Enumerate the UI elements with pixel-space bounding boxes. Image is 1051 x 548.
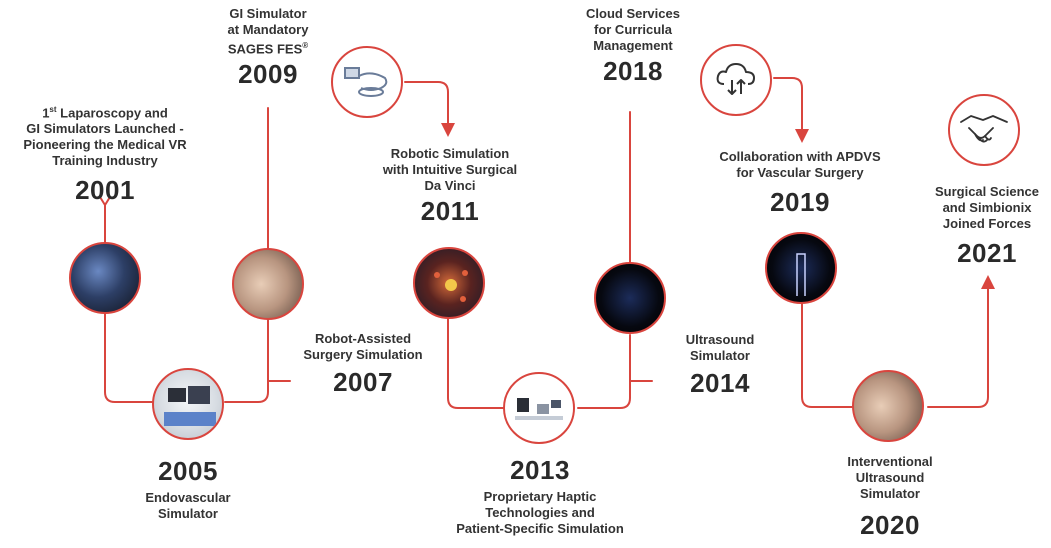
- handshake-icon: [948, 94, 1020, 166]
- path-2001-2005: [104, 204, 153, 403]
- event-2019-description: Collaboration with APDVS for Vascular Su…: [719, 149, 881, 180]
- event-2007-label: Robot-Assisted Surgery Simulation 2007: [283, 331, 443, 397]
- event-2021-year: 2021: [957, 238, 1017, 268]
- laparoscopy-photo: [69, 242, 141, 314]
- event-2013-description: Proprietary Haptic Technologies and Pati…: [456, 489, 624, 536]
- event-2013-label: 2013 Proprietary Haptic Technologies and…: [425, 455, 655, 537]
- event-2005-label: 2005 Endovascular Simulator: [118, 452, 258, 522]
- path-2019-2020: [801, 299, 853, 408]
- robot-assisted-photo: [232, 248, 304, 320]
- path-2011-2013: [447, 289, 504, 409]
- event-2011-description: Robotic Simulation with Intuitive Surgic…: [382, 146, 518, 193]
- cloud-sync-icon: [700, 44, 772, 116]
- event-2019-year: 2019: [770, 187, 830, 217]
- path-2018-2019: [773, 77, 809, 143]
- event-2018-label: Cloud Services for Curricula Management …: [563, 6, 703, 86]
- path-2005-2007: [224, 319, 269, 403]
- event-2013-year: 2013: [510, 455, 570, 485]
- event-2018-year: 2018: [603, 56, 663, 86]
- event-2005-year: 2005: [158, 456, 218, 486]
- haptic-device-icon: [503, 372, 575, 444]
- event-2020-year: 2020: [860, 510, 920, 540]
- interventional-ultrasound-photo: [852, 370, 924, 442]
- event-2014-description: Ultrasound Simulator: [685, 332, 755, 363]
- path-2013-2014: [577, 334, 631, 409]
- path-2020-2021: [927, 275, 995, 408]
- path-2001-stub: [99, 196, 111, 207]
- event-2020-description: Interventional Ultrasound Simulator: [847, 454, 933, 501]
- da-vinci-photo: [413, 247, 485, 319]
- event-2011-label: Robotic Simulation with Intuitive Surgic…: [360, 146, 540, 226]
- event-2021-label: Surgical Science and Simbionix Joined Fo…: [912, 184, 1051, 268]
- event-2007-description: Robot-Assisted Surgery Simulation: [303, 331, 423, 362]
- event-2005-description: Endovascular Simulator: [145, 490, 231, 521]
- ultrasound-photo: [594, 262, 666, 334]
- event-2009-year: 2009: [238, 59, 298, 90]
- path-2009-2011: [404, 81, 455, 137]
- gi-simulator-icon: [331, 46, 403, 118]
- event-2021-description: Surgical Science and Simbionix Joined Fo…: [934, 184, 1040, 231]
- event-2014-label: Ultrasound Simulator 2014: [670, 332, 770, 398]
- event-2011-year: 2011: [420, 196, 480, 226]
- event-2014-year: 2014: [690, 368, 750, 398]
- event-2007-year: 2007: [333, 367, 393, 397]
- event-2001-year: 2001: [75, 175, 135, 206]
- endovascular-photo: [152, 368, 224, 440]
- event-2018-description: Cloud Services for Curricula Management: [586, 6, 680, 53]
- event-2020-label: Interventional Ultrasound Simulator 2020: [820, 454, 960, 540]
- event-2019-label: Collaboration with APDVS for Vascular Su…: [690, 149, 910, 217]
- vascular-photo: [765, 232, 837, 304]
